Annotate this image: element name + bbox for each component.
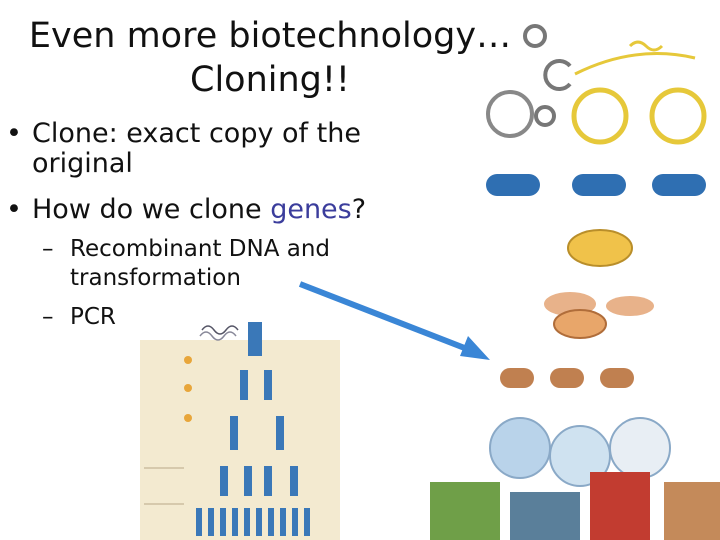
bacteria-icon xyxy=(553,309,607,339)
pointer-arrow xyxy=(298,281,490,360)
slide-title: Even more biotechnology… Cloning!! xyxy=(10,14,530,102)
pcr-diagram xyxy=(140,322,340,540)
gene-fragment-icon xyxy=(628,40,664,52)
bullet-marker: • xyxy=(6,194,22,225)
pcr-step-markers xyxy=(144,356,192,505)
subbullet-text: Recombinant DNA and xyxy=(70,236,331,262)
bacteria-icon xyxy=(486,174,706,196)
cloning-diagram xyxy=(486,24,707,316)
bullet-text-suffix: ? xyxy=(351,194,367,225)
bullet-text-continued: original xyxy=(32,148,133,179)
bullet-marker: • xyxy=(6,118,22,149)
bullet-text-prefix: How do we clone xyxy=(32,194,271,225)
subbullet-text-continued: transformation xyxy=(70,265,241,291)
bullet-text: How do we clone genes? xyxy=(32,194,366,226)
title-line-1: Even more biotechnology… xyxy=(28,16,512,56)
plasmid-icon xyxy=(523,24,572,127)
subbullet-marker: – xyxy=(42,236,54,262)
pcr-copies xyxy=(196,508,310,536)
genomic-dna-icon xyxy=(199,325,239,341)
bullet-text: Clone: exact copy of the xyxy=(32,118,361,149)
recombinant-plasmid-icon xyxy=(486,52,707,145)
application-images xyxy=(430,472,720,540)
subbullet-marker: – xyxy=(42,304,54,330)
subbullet-text: PCR xyxy=(70,304,116,330)
dna-strands xyxy=(220,322,298,496)
genes-highlight: genes xyxy=(270,194,352,225)
title-line-2: Cloning!! xyxy=(190,60,350,100)
culture-plate-icon xyxy=(567,229,633,267)
cell-copies xyxy=(500,368,634,388)
applications-diagram xyxy=(430,309,720,540)
